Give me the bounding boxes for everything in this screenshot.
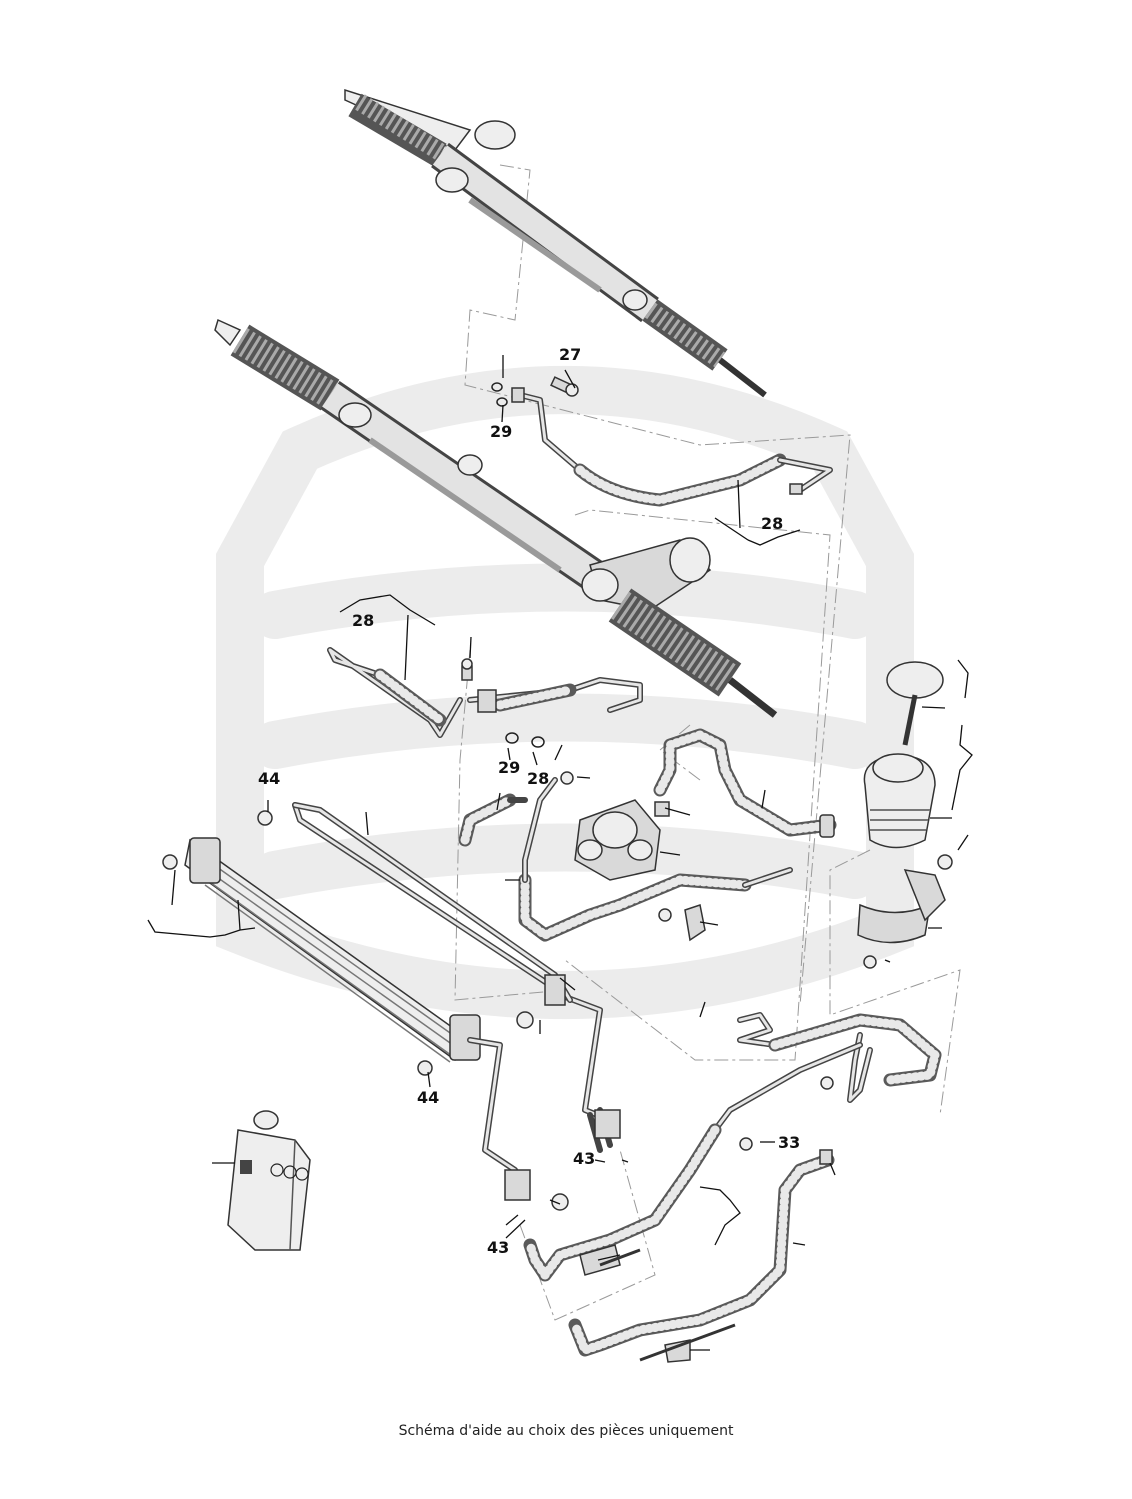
guide-lines [454, 164, 961, 1321]
fasteners [162, 376, 953, 1211]
pressure-line-upper [511, 387, 833, 507]
callout-27: 27 [559, 345, 582, 364]
power-steering-pump [574, 799, 661, 881]
fluid-can [227, 1110, 311, 1251]
callout-43-left: 43 [487, 1238, 510, 1257]
callout-29-upper: 29 [490, 422, 513, 441]
callout-28-upper-right: 28 [761, 514, 784, 533]
steering-rack-lower [214, 318, 778, 718]
callout-33: 33 [778, 1133, 801, 1152]
return-hoses [523, 1012, 942, 1363]
callout-44-lower: 44 [417, 1088, 440, 1107]
callout-28-left: 28 [352, 611, 375, 630]
pump-hoses [458, 728, 837, 942]
callout-28-lower: 28 [527, 769, 550, 788]
callout-44-upper: 44 [258, 769, 281, 788]
fluid-reservoir [857, 661, 946, 944]
oil-cooler [184, 802, 621, 1201]
pressure-line-lower [327, 647, 643, 738]
diagram-caption: Schéma d'aide au choix des pièces unique… [398, 1423, 734, 1439]
leader-lines [147, 355, 973, 1351]
callout-29-lower: 29 [498, 758, 521, 777]
steering-rack-upper [344, 88, 767, 398]
callout-43-right: 43 [573, 1149, 596, 1168]
